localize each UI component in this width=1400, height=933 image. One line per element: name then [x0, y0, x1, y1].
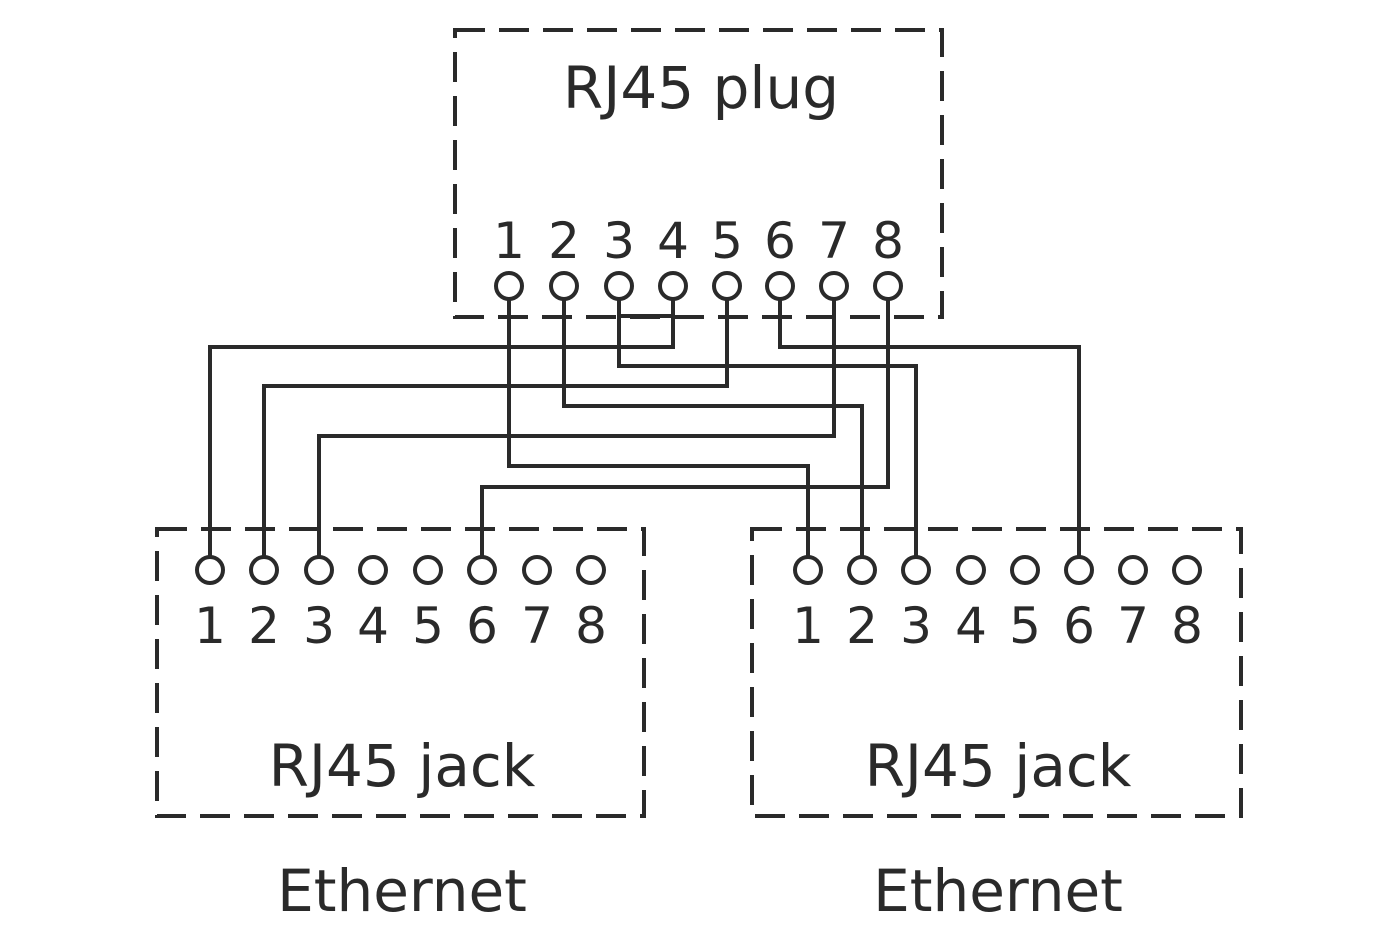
jack-2-pin-number-7: 7 — [1117, 597, 1149, 655]
jack-1-pin-8 — [576, 555, 606, 585]
plug-pin-number-4: 4 — [657, 212, 689, 270]
plug-pin-number-2: 2 — [548, 212, 580, 270]
jack-2-pin-3 — [901, 555, 931, 585]
jack-1-pin-4 — [358, 555, 388, 585]
jack-1-pin-number-1: 1 — [194, 597, 226, 655]
jack-2-pin-number-5: 5 — [1009, 597, 1041, 655]
wire-plug-7-to-jack-1-pin-3 — [317, 286, 836, 570]
wire-plug-3-to-jack-2-pin-3 — [617, 286, 918, 570]
plug-pin-2 — [549, 271, 579, 301]
plug-box — [453, 28, 944, 319]
plug-pin-5 — [712, 271, 742, 301]
wire-plug-8-to-jack-1-pin-6 — [480, 286, 890, 570]
wire-plug-6-to-jack-2-pin-6 — [778, 286, 1081, 570]
jack-1-pin-number-8: 8 — [575, 597, 607, 655]
jack-2-pin-4 — [956, 555, 986, 585]
pins-group — [195, 271, 1202, 585]
jack-2-pin-number-3: 3 — [900, 597, 932, 655]
plug-pin-number-6: 6 — [764, 212, 796, 270]
plug-pin-number-8: 8 — [872, 212, 904, 270]
jack-1-pin-2 — [249, 555, 279, 585]
jack-1-pin-5 — [413, 555, 443, 585]
plug-pin-number-3: 3 — [603, 212, 635, 270]
plug-pin-1 — [494, 271, 524, 301]
jack-1-pin-7 — [522, 555, 552, 585]
jack-2-pin-6 — [1064, 555, 1094, 585]
jack-2-pin-number-4: 4 — [955, 597, 987, 655]
plug-pin-number-5: 5 — [711, 212, 743, 270]
jack-1-pin-1 — [195, 555, 225, 585]
jack-1-pin-number-7: 7 — [521, 597, 553, 655]
wire-plug-5-to-jack-1-pin-2 — [262, 286, 729, 570]
plug-pin-number-1: 1 — [493, 212, 525, 270]
jack-2-pin-number-8: 8 — [1171, 597, 1203, 655]
plug-pin-7 — [819, 271, 849, 301]
jack-2-pin-number-6: 6 — [1063, 597, 1095, 655]
jack-2-pin-1 — [793, 555, 823, 585]
jack-2-pin-8 — [1172, 555, 1202, 585]
jack-1-pin-3 — [304, 555, 334, 585]
jack-2-pin-7 — [1118, 555, 1148, 585]
jack-1-pin-number-4: 4 — [357, 597, 389, 655]
jack-2-pin-5 — [1010, 555, 1040, 585]
plug-pin-6 — [765, 271, 795, 301]
plug-label: RJ45 plug — [563, 54, 839, 122]
plug-pin-number-7: 7 — [818, 212, 850, 270]
jack-1-pin-number-3: 3 — [303, 597, 335, 655]
jack-2-box — [750, 527, 1243, 818]
jack-1-caption: Ethernet — [277, 857, 527, 925]
jack-1-pin-number-5: 5 — [412, 597, 444, 655]
jack-2-label: RJ45 jack — [865, 732, 1132, 800]
plug-pin-3 — [604, 271, 634, 301]
jack-1-pin-6 — [467, 555, 497, 585]
plug-pin-8 — [873, 271, 903, 301]
jack-1-label: RJ45 jack — [269, 732, 536, 800]
wires-group — [208, 286, 1081, 570]
wire-plug-1-to-jack-2-pin-1 — [507, 286, 810, 570]
jack-2-caption: Ethernet — [873, 857, 1123, 925]
jack-1-pin-number-6: 6 — [466, 597, 498, 655]
jack-2-pin-2 — [847, 555, 877, 585]
jack-2-pin-number-1: 1 — [792, 597, 824, 655]
plug-pin-4 — [658, 271, 688, 301]
jack-2-pin-number-2: 2 — [846, 597, 878, 655]
jack-1-box — [155, 527, 646, 818]
jack-1-pin-number-2: 2 — [248, 597, 280, 655]
